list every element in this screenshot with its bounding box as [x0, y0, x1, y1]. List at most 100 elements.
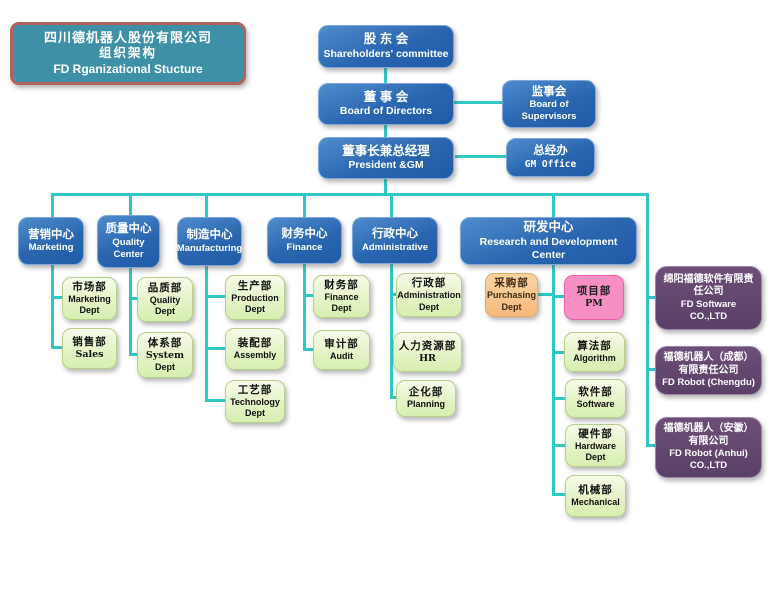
node-mechanical-dept-zh: 机械部 [578, 483, 613, 496]
node-president-en: President &GM [348, 159, 424, 172]
node-technology-dept-zh: 工艺部 [237, 383, 273, 396]
connector-trunk-marketing [51, 265, 54, 349]
node-fd-software-en: FD Software [680, 298, 737, 310]
node-fd-robot-anhui-en: FD Robot (Anhui) [669, 448, 748, 460]
connector-stub-administration [390, 293, 400, 296]
connector-stub-finance-dept [303, 294, 315, 297]
node-marketing-center-zh: 营销中心 [28, 228, 74, 241]
node-fd-robot-chengdu: 福德机器人（成都）有限责任公司 FD Robot (Chengdu) [655, 346, 762, 395]
connector-president-gmoffice [455, 155, 506, 158]
connector-drop-rd [552, 193, 555, 219]
node-quality-center-zh: 质量中心 [105, 223, 152, 236]
connector-stub-hardware [552, 444, 566, 447]
connector-stub-production [205, 295, 227, 298]
connector-stub-mechanical [552, 493, 566, 496]
connector-stub-system [129, 353, 139, 356]
node-system-dept: 体系部 System Dept [137, 332, 193, 378]
node-planning-dept-zh: 企化部 [408, 386, 444, 399]
node-assembly-dept-en: Assembly [233, 349, 277, 360]
node-marketing-dept-en: Marketing Dept [68, 293, 111, 316]
node-manufacturing-center-zh: 制造中心 [186, 229, 233, 242]
connector-stub-fd-chengdu [646, 368, 657, 371]
connector-distribution-bus [51, 193, 649, 196]
node-administration-dept-en: Administration Dept [397, 290, 461, 312]
chart-title-en: FD Rganizational Stucture [53, 61, 203, 76]
node-fd-software-zh: 绵阳福德软件有限责任公司 [663, 273, 754, 298]
node-purchasing-dept-en: Purchasing Dept [487, 290, 537, 312]
connector-stub-algorithm [552, 351, 566, 354]
node-sales-dept-zh: 销售部 [72, 336, 107, 348]
connector-stub-quality-dept [129, 297, 139, 300]
node-hardware-dept-zh: 硬件部 [578, 427, 613, 440]
node-purchasing-dept: 采购部 Purchasing Dept [485, 273, 538, 317]
connector-stub-fd-software [646, 296, 657, 299]
node-fd-software-en2: CO.,LTD [689, 310, 728, 322]
node-hr-dept: 人力资源部 HR [393, 332, 462, 372]
node-algorithm-dept: 算法部 Algorithm [564, 332, 625, 372]
node-supervisors-en: Board of Supervisors [521, 99, 577, 123]
node-finance-dept-en: Finance Dept [324, 291, 359, 314]
node-pm-dept-en: PM [585, 298, 603, 310]
node-system-dept-zh: 体系部 [147, 336, 183, 349]
node-fd-robot-chengdu-en: FD Robot (Chengdu) [662, 377, 755, 389]
connector-stub-software [552, 397, 566, 400]
node-assembly-dept-zh: 装配部 [237, 336, 273, 349]
node-board-of-directors: 董 事 会 Board of Directors [318, 83, 454, 125]
node-administration-dept-zh: 行政部 [411, 277, 447, 290]
node-admin-center: 行政中心 Administrative [352, 217, 438, 264]
connector-board-president [384, 125, 387, 138]
node-quality-dept: 品质部 Quality Dept [137, 277, 193, 322]
connector-drop-quality [129, 193, 132, 219]
node-supervisors-zh: 监事会 [531, 85, 567, 98]
node-planning-dept-en: Planning [407, 399, 445, 410]
node-board-zh: 董 事 会 [363, 89, 409, 104]
node-mechanical-dept: 机械部 Mechanical [565, 475, 626, 517]
node-sales-dept: 销售部 Sales [62, 328, 117, 369]
node-marketing-dept-zh: 市场部 [72, 280, 107, 293]
node-algorithm-dept-en: Algorithm [573, 352, 616, 363]
node-audit-dept: 审计部 Audit [313, 330, 370, 370]
node-shareholders-en: Shareholders' committee [323, 47, 449, 60]
connector-trunk-subsidiaries [646, 193, 649, 447]
connector-stub-assembly [205, 347, 227, 350]
node-admin-center-zh: 行政中心 [372, 228, 418, 241]
connector-drop-manufacturing [205, 193, 208, 219]
node-software-dept-zh: 软件部 [578, 386, 613, 399]
node-planning-dept: 企化部 Planning [396, 380, 456, 417]
node-president-gm: 董事长兼总经理 President &GM [318, 137, 454, 179]
node-quality-center: 质量中心 Quality Center [97, 215, 160, 268]
connector-trunk-manufacturing [205, 266, 208, 402]
node-purchasing-dept-zh: 采购部 [494, 277, 529, 290]
connector-stub-audit [303, 348, 315, 351]
connector-stub-sales [51, 346, 64, 349]
node-production-dept: 生产部 Production Dept [225, 275, 285, 320]
node-fd-robot-anhui-zh: 福德机器人（安徽）有限公司 [663, 423, 754, 447]
node-administration-dept: 行政部 Administration Dept [396, 273, 462, 317]
node-fd-robot-anhui: 福德机器人（安徽）有限公司 FD Robot (Anhui) CO.,LTD [655, 417, 762, 478]
node-software-dept-en: Software [576, 399, 615, 410]
node-production-dept-en: Production Dept [231, 292, 279, 315]
connector-trunk-admin [390, 264, 393, 399]
connector-trunk-quality [129, 268, 132, 356]
chart-title-sub: 组织架构 [98, 46, 157, 61]
node-finance-center-zh: 财务中心 [281, 228, 328, 241]
node-technology-dept-en: Technology Dept [230, 396, 280, 419]
node-system-dept-en: System [145, 350, 185, 361]
node-audit-dept-zh: 审计部 [324, 337, 359, 350]
node-board-en: Board of Directors [339, 105, 433, 118]
node-audit-dept-en: Audit [330, 350, 353, 361]
node-sales-dept-en: Sales [75, 349, 104, 361]
node-technology-dept: 工艺部 Technology Dept [225, 380, 285, 423]
node-manufacturing-center: 制造中心 Manufacturing [177, 217, 242, 266]
node-pm-dept: 项目部 PM [564, 275, 624, 320]
connector-trunk-finance [303, 264, 306, 351]
node-marketing-center-en: Marketing [28, 242, 74, 254]
chart-title-card: 四川德机器人股份有限公司 组织架构 FD Rganizational Stuct… [10, 22, 246, 85]
node-quality-center-en: Quality Center [112, 236, 145, 260]
node-marketing-center: 营销中心 Marketing [18, 217, 84, 265]
node-hr-dept-zh: 人力资源部 [398, 339, 457, 352]
connector-president-bus [384, 179, 387, 195]
chart-title-zh: 四川德机器人股份有限公司 [43, 30, 212, 46]
node-hr-dept-en: HR [419, 352, 436, 364]
